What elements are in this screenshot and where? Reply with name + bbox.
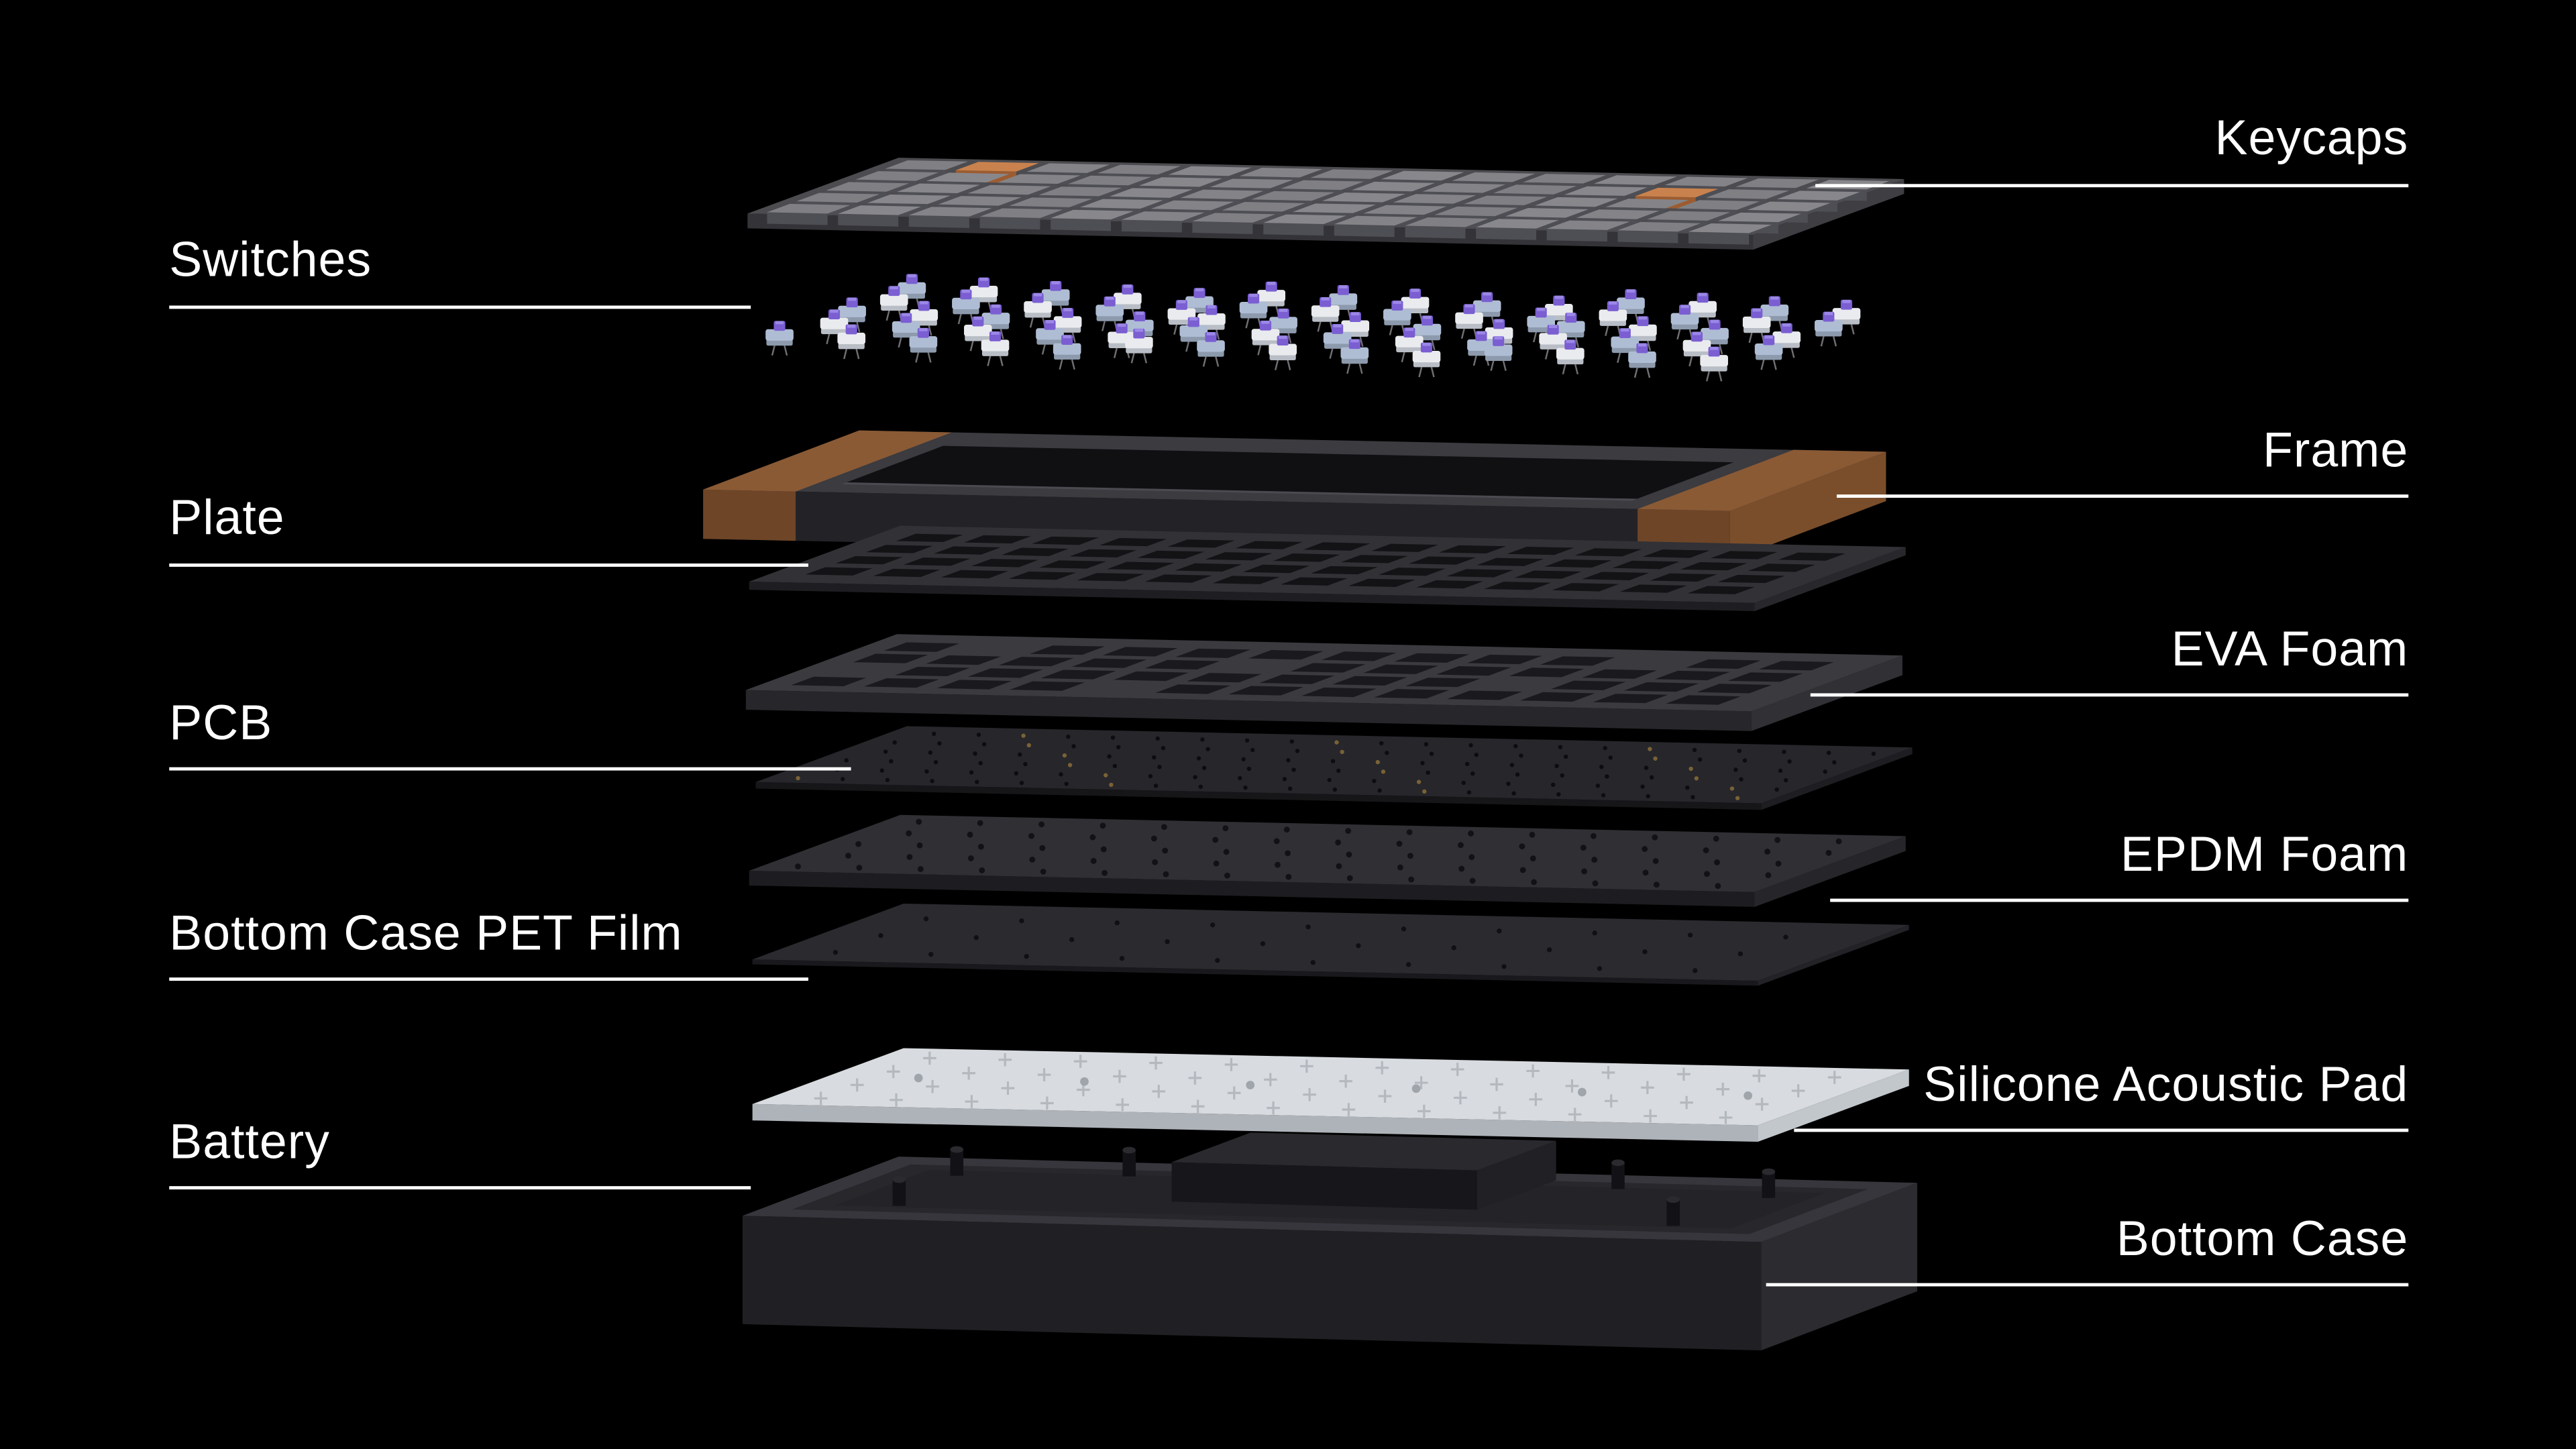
battery-layer <box>1171 1132 1556 1210</box>
label-bottom-case: Bottom Case <box>2116 1212 2409 1267</box>
pcb-layer <box>755 726 1913 810</box>
label-battery: Battery <box>169 1115 330 1170</box>
label-frame: Frame <box>2263 423 2409 478</box>
label-pcb: PCB <box>169 696 273 751</box>
leader-epdm-foam <box>1830 898 2409 902</box>
label-silicone-pad: Silicone Acoustic Pad <box>1923 1058 2409 1112</box>
leader-silicone-pad <box>1794 1128 2409 1132</box>
label-keycaps: Keycaps <box>2214 111 2409 166</box>
silicone-pad-layer <box>752 1048 1909 1142</box>
label-eva-foam: EVA Foam <box>2171 623 2409 677</box>
leader-pet-film <box>169 977 808 980</box>
label-pet-film: Bottom Case PET Film <box>169 906 683 961</box>
leader-pcb <box>169 767 851 770</box>
switches-layer <box>765 274 1861 382</box>
leader-frame <box>1836 494 2409 497</box>
leader-battery <box>169 1186 751 1189</box>
epdm-foam-layer <box>749 814 1906 907</box>
pet-film-layer <box>752 903 1909 986</box>
label-epdm-foam: EPDM Foam <box>2120 828 2409 883</box>
eva-foam-layer <box>745 634 1902 731</box>
leader-switches <box>169 305 751 309</box>
label-plate: Plate <box>169 491 285 546</box>
plate-layer <box>749 525 1906 612</box>
leader-keycaps <box>1815 184 2409 186</box>
leader-eva-foam <box>1810 693 2409 696</box>
label-switches: Switches <box>169 233 372 288</box>
leader-bottom-case <box>1766 1283 2409 1286</box>
keycaps-layer <box>747 158 1904 250</box>
leader-plate <box>169 564 808 566</box>
